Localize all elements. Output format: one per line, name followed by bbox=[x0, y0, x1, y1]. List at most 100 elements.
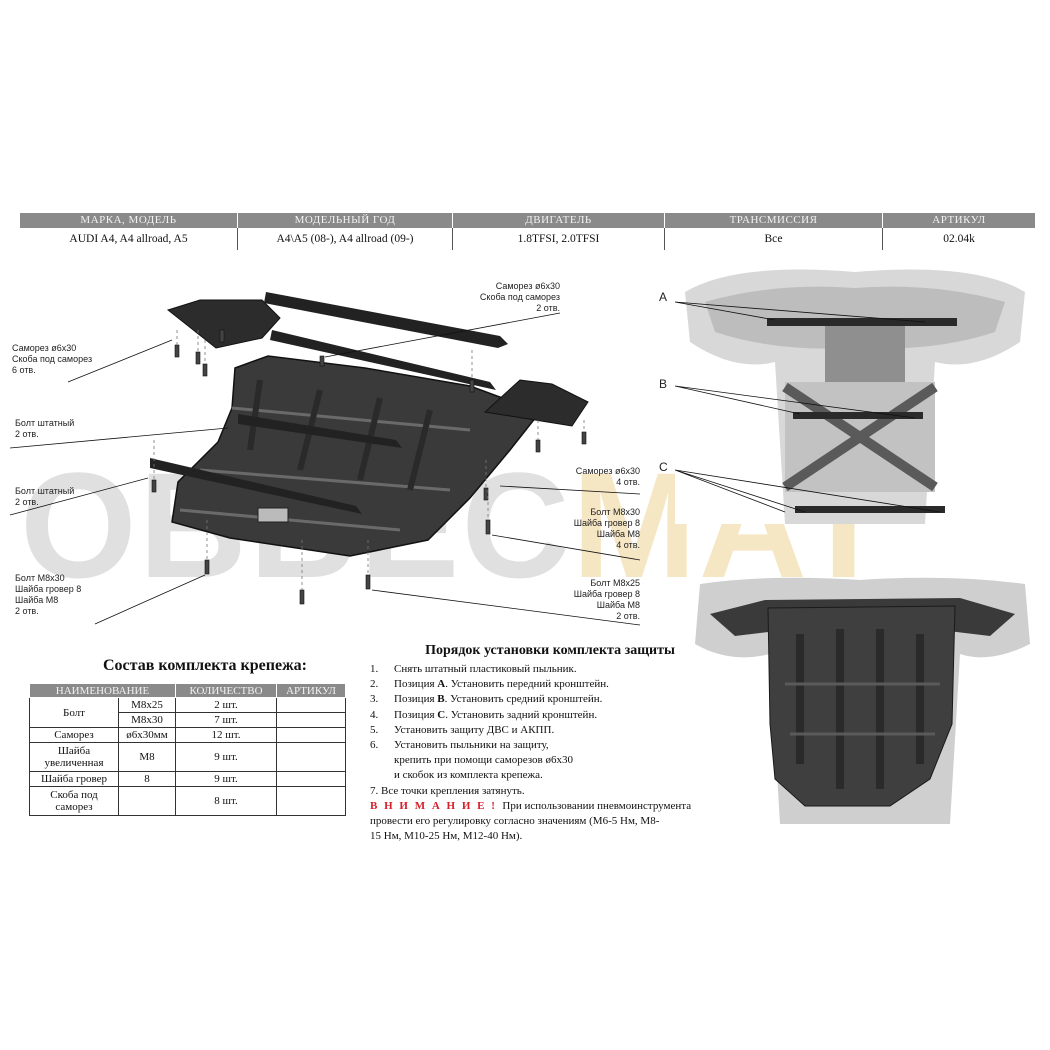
parts-cell-name: Болт bbox=[29, 697, 119, 728]
underbody-photo-installed bbox=[695, 577, 1030, 824]
callout-line: Саморез ø6x30 bbox=[12, 343, 77, 353]
parts-header-qty: КОЛИЧЕСТВО bbox=[175, 683, 277, 698]
parts-cell-spec bbox=[118, 786, 176, 816]
step-suffix: . Установить передний кронштейн. bbox=[445, 678, 609, 691]
install-step-5: 5. Установить защиту ДВС и АКПП. bbox=[370, 723, 710, 738]
parts-cell-qty: 2 шт. bbox=[175, 697, 277, 713]
step-position-letter: B bbox=[437, 693, 445, 706]
parts-title: Состав комплекта крепежа: bbox=[103, 657, 307, 674]
photo-label-a: A bbox=[659, 290, 668, 304]
callout-right-bolt-m8x30: Болт M8x30 Шайба гровер 8 Шайба M8 4 отв… bbox=[550, 507, 640, 551]
step-number: 1. bbox=[370, 663, 379, 675]
parts-cell-article bbox=[276, 771, 346, 787]
header-value-engine: 1.8TFSI, 2.0TFSI bbox=[453, 228, 665, 250]
callout-line: 4 отв. bbox=[616, 540, 640, 550]
step-position-letter: C bbox=[437, 708, 446, 721]
header-row-titles: МАРКА, МОДЕЛЬ МОДЕЛЬНЫЙ ГОД ДВИГАТЕЛЬ ТР… bbox=[20, 213, 1035, 228]
install-step-3: 3. Позиция B. Установить средний кронште… bbox=[370, 692, 710, 707]
header-value-article: 02.04k bbox=[943, 233, 975, 245]
side-cover-left bbox=[166, 299, 281, 349]
install-step-1: 1. Снять штатный пластиковый пыльник. bbox=[370, 662, 710, 677]
step-text: Установить защиту ДВС и АКПП. bbox=[394, 723, 555, 736]
callout-line: Болт штатный bbox=[15, 486, 75, 496]
step-position-letter: A bbox=[437, 678, 446, 691]
table-row: Скоба под саморез 8 шт. bbox=[29, 786, 346, 816]
callout-line: Скоба под саморез bbox=[12, 354, 93, 364]
callout-left-bolt1: Болт штатный 2 отв. bbox=[15, 418, 74, 440]
callout-line: Шайба гровер 8 bbox=[573, 518, 640, 528]
bracket-c bbox=[795, 506, 945, 513]
parts-table: НАИМЕНОВАНИЕ КОЛИЧЕСТВО АРТИКУЛ Болт M8x… bbox=[29, 683, 346, 816]
parts-cell-article bbox=[276, 786, 346, 816]
parts-cell-spec: M8 bbox=[118, 742, 176, 772]
install-step-6: 6. Установить пыльники на защиту, bbox=[370, 738, 710, 753]
table-row: Шайба увеличенная M8 9 шт. bbox=[29, 742, 346, 772]
parts-cell-article bbox=[276, 697, 346, 713]
parts-cell-qty: 8 шт. bbox=[175, 786, 277, 816]
callout-line: Саморез ø6x30 bbox=[495, 281, 560, 291]
photo-label-c: C bbox=[659, 460, 668, 474]
header-value-model: AUDI A4, A4 allroad, A5 bbox=[20, 228, 238, 250]
photo-label-b: B bbox=[659, 377, 668, 391]
header-value-transmission: Все bbox=[665, 228, 883, 250]
step-prefix: Позиция bbox=[394, 693, 438, 706]
parts-cell-article bbox=[276, 727, 346, 743]
parts-cell-name: Шайба увеличенная bbox=[29, 742, 119, 772]
step-number: 2. bbox=[370, 678, 379, 691]
parts-table-header: НАИМЕНОВАНИЕ КОЛИЧЕСТВО АРТИКУЛ bbox=[29, 683, 346, 698]
callout-line: 4 отв. bbox=[616, 477, 640, 487]
parts-cell-qty: 9 шт. bbox=[175, 742, 277, 772]
callout-left-screws: Саморез ø6x30 Скоба под саморез 6 отв. bbox=[12, 343, 92, 376]
side-cover-right bbox=[483, 379, 589, 427]
step-prefix: Позиция bbox=[394, 708, 438, 721]
callout-right-bolt-m8x25: Болт M8x25 Шайба гровер 8 Шайба M8 2 отв… bbox=[550, 578, 640, 622]
parts-cell-article bbox=[276, 742, 346, 772]
table-row: Саморез ø6x30мм 12 шт. bbox=[29, 727, 346, 743]
callout-line: 2 отв. bbox=[616, 611, 640, 621]
callout-line: 6 отв. bbox=[12, 365, 36, 375]
table-row: Шайба гровер 8 9 шт. bbox=[29, 771, 346, 787]
step-number: 3. bbox=[370, 693, 379, 706]
callout-line: 2 отв. bbox=[15, 429, 39, 439]
callout-left-bolt2: Болт штатный 2 отв. bbox=[15, 486, 74, 508]
step-text: Позиция B. Установить средний кронштейн. bbox=[394, 692, 602, 707]
callout-line: Болт штатный bbox=[15, 418, 75, 428]
callout-line: Шайба M8 bbox=[15, 595, 59, 605]
parts-cell-qty: 7 шт. bbox=[175, 712, 277, 728]
bracket-a bbox=[767, 318, 957, 326]
parts-cell-spec: M8x25 bbox=[118, 697, 176, 713]
header-value-year: A4\A5 (08-), A4 allroad (09-) bbox=[238, 228, 453, 250]
parts-cell-qty: 9 шт. bbox=[175, 771, 277, 787]
callout-line: Шайба M8 bbox=[596, 529, 640, 539]
parts-cell-qty: 12 шт. bbox=[175, 727, 277, 743]
step-prefix: Позиция bbox=[394, 678, 438, 691]
header-col-year: МОДЕЛЬНЫЙ ГОД bbox=[238, 213, 453, 228]
header-col-transmission: ТРАНСМИССИЯ bbox=[665, 213, 883, 228]
step-text: Позиция C. Установить задний кронштейн. bbox=[394, 708, 597, 723]
step-suffix: . Установить задний кронштейн. bbox=[445, 708, 598, 721]
step-number: 6. bbox=[370, 739, 379, 752]
callout-left-bolt-m8x30: Болт M8x30 Шайба гровер 8 Шайба M8 2 отв… bbox=[15, 573, 81, 617]
parts-cell-name: Скоба под саморез bbox=[29, 786, 119, 816]
header-row-values: AUDI A4, A4 allroad, A5 A4\A5 (08-), A4 … bbox=[20, 228, 1035, 250]
step-text: Снять штатный пластиковый пыльник. bbox=[394, 663, 577, 675]
crossbar-middle bbox=[270, 330, 496, 390]
callout-line: 2 отв. bbox=[15, 497, 39, 507]
step-suffix: . Установить средний кронштейн. bbox=[444, 693, 603, 706]
callout-right-screw4: Саморез ø6x30 4 отв. bbox=[550, 466, 640, 488]
header-col-engine: ДВИГАТЕЛЬ bbox=[453, 213, 665, 228]
header-table: МАРКА, МОДЕЛЬ МОДЕЛЬНЫЙ ГОД ДВИГАТЕЛЬ ТР… bbox=[20, 213, 1035, 250]
parts-cell-name: Шайба гровер bbox=[29, 771, 119, 787]
installed-skid-plate bbox=[767, 605, 956, 807]
parts-cell-article bbox=[276, 712, 346, 728]
parts-cell-spec: ø6x30мм bbox=[118, 727, 176, 743]
callout-line: Болт M8x25 bbox=[590, 578, 640, 588]
callout-right-screws: Саморез ø6x30 Скоба под саморез 2 отв. bbox=[470, 281, 560, 314]
skid-plate bbox=[171, 355, 542, 557]
parts-cell-spec: 8 bbox=[118, 771, 176, 787]
header-col-article: АРТИКУЛ bbox=[883, 213, 1035, 228]
table-row: M8x30 7 шт. bbox=[30, 712, 346, 728]
warning-word: В Н И М А Н И Е ! bbox=[370, 799, 497, 812]
callout-line: 2 отв. bbox=[536, 303, 560, 313]
table-row: Болт M8x25 2 шт. bbox=[29, 697, 346, 728]
